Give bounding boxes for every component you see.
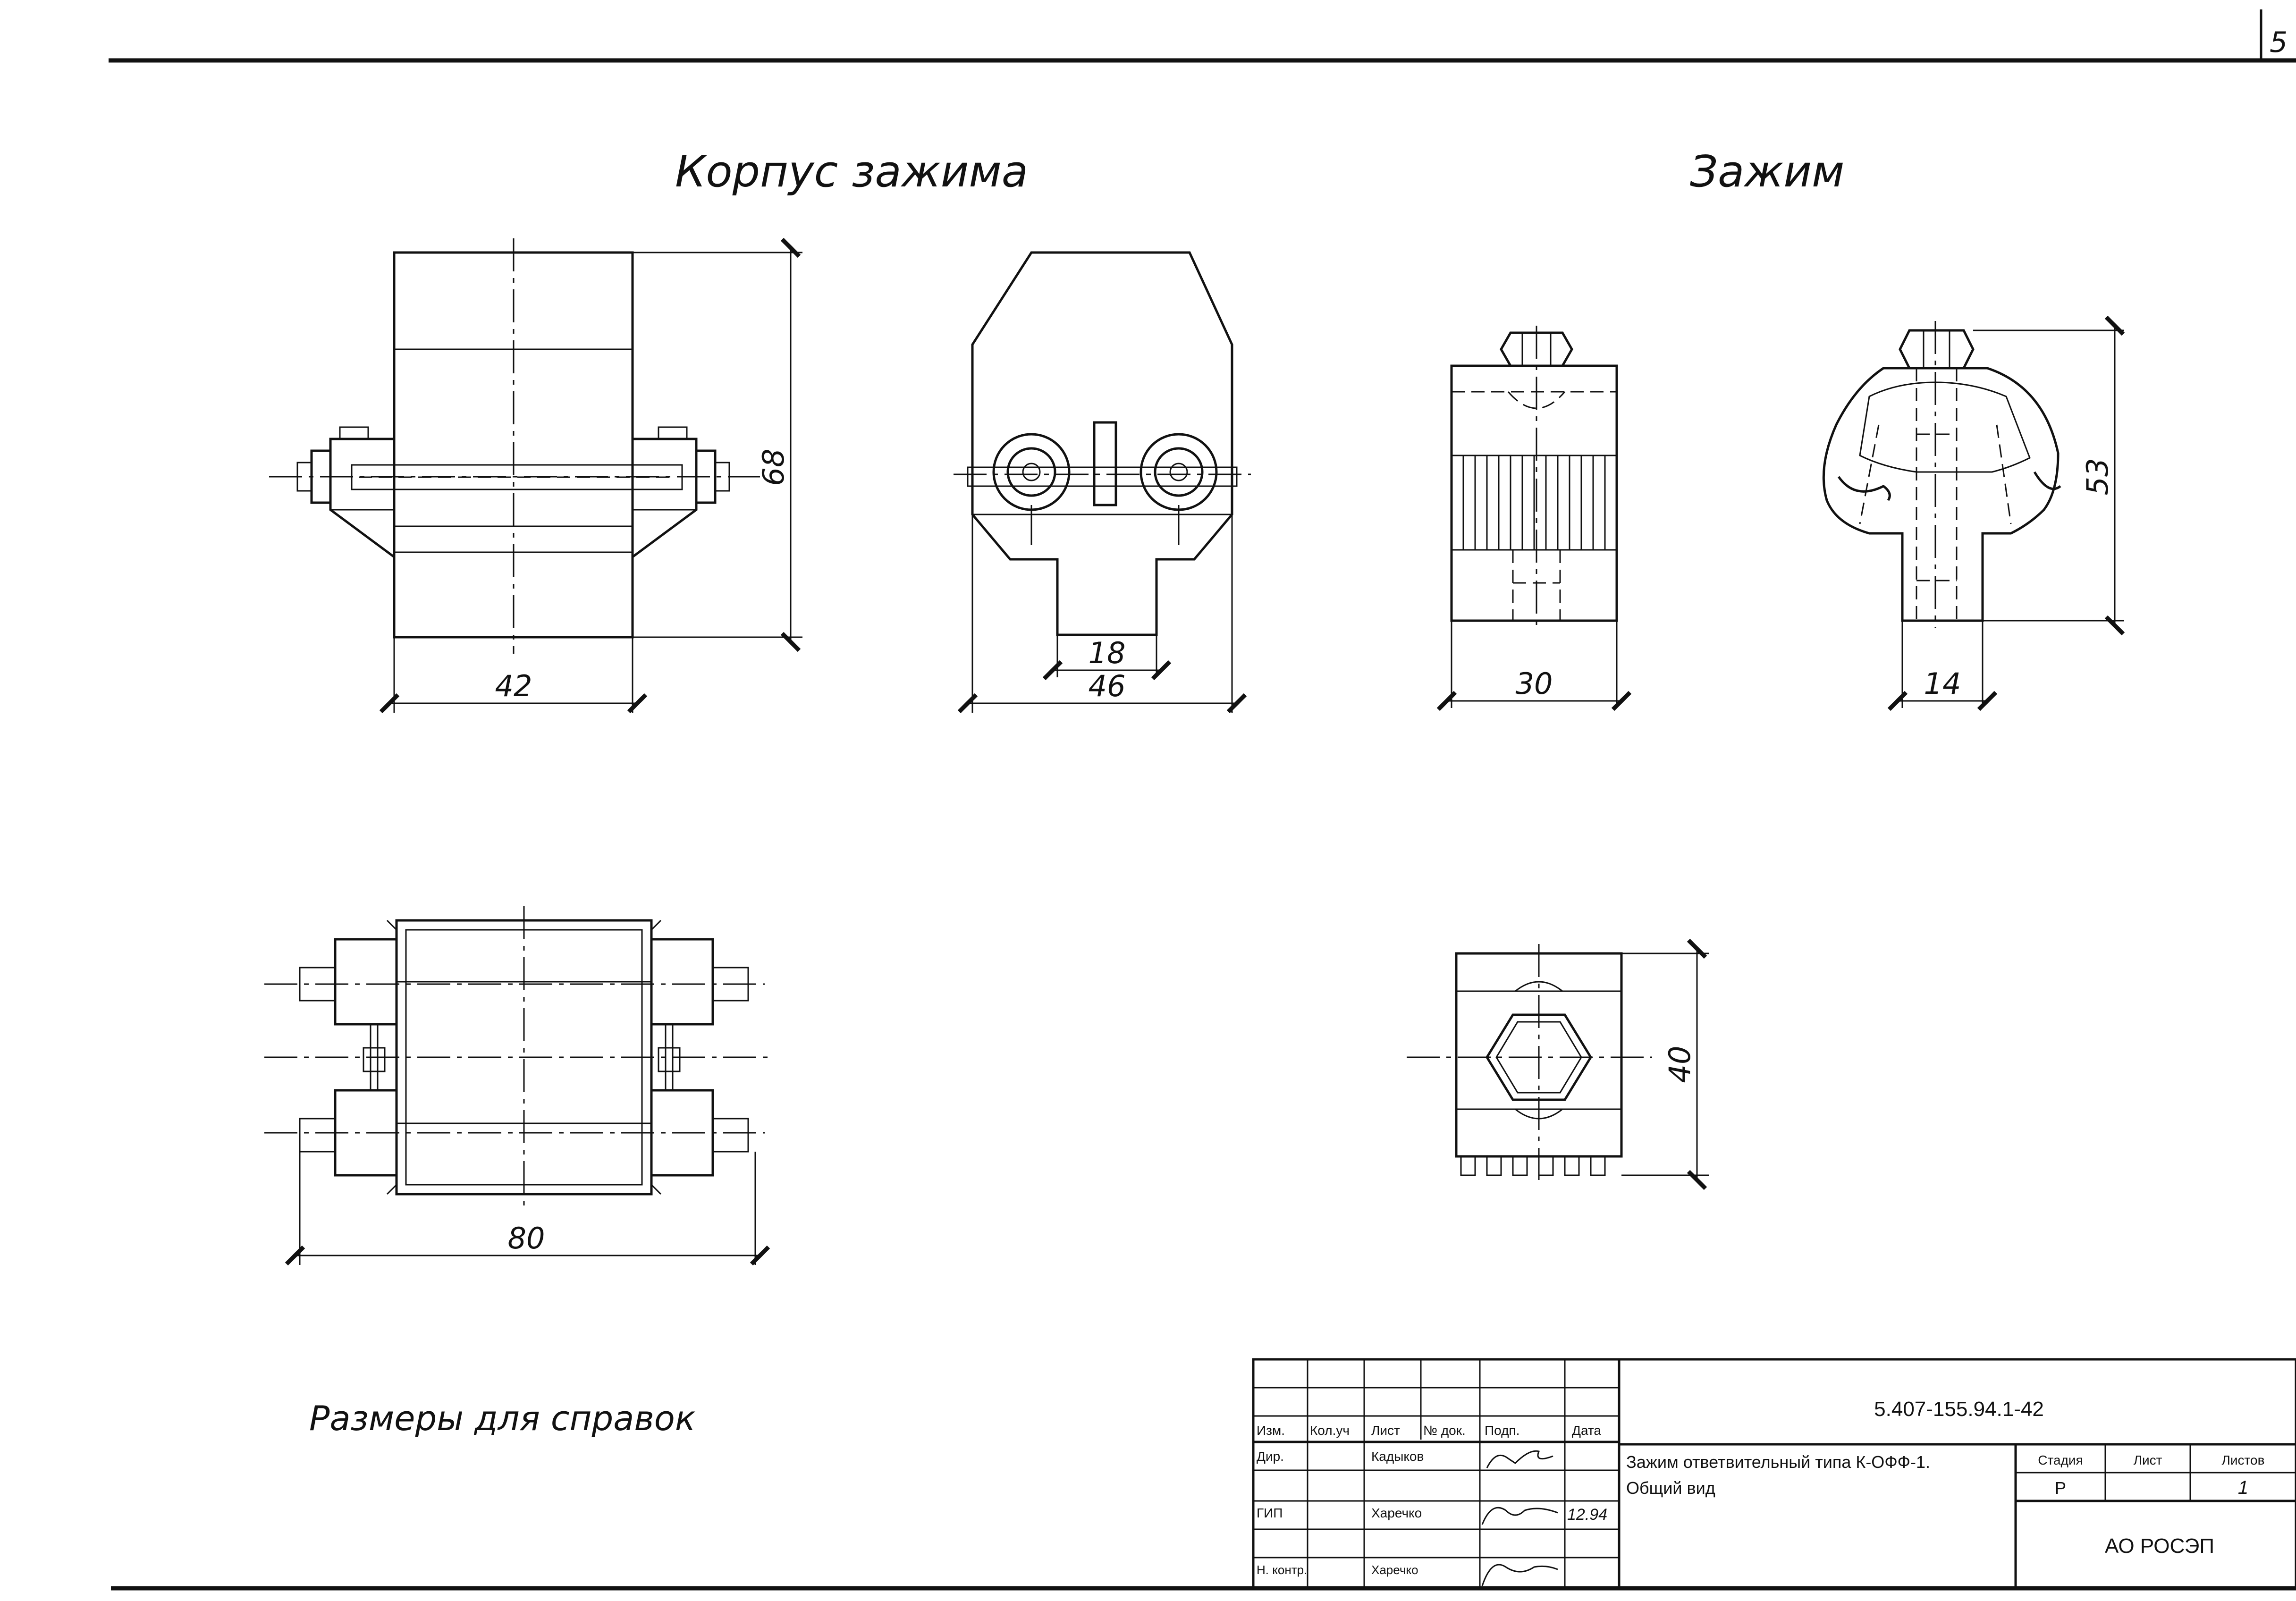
description-line2: Общий вид [1626,1478,1715,1498]
dim-housing-side-width: 46 [1089,669,1126,703]
clamp-side-view: 53 14 [1822,315,2125,711]
sheets-label: Листов [2222,1453,2265,1467]
header-list: Лист [1371,1423,1400,1438]
dim-clamp-side-width: 14 [1924,666,1961,701]
header-kol-uch: Кол.уч [1310,1423,1350,1438]
dim-clamp-plan-height: 40 [1663,1046,1697,1083]
page-number: 5 [2270,26,2288,59]
clamp-plan-teeth [1460,1155,1606,1176]
sheet-label: Лист [2134,1453,2162,1467]
sheets-value: 1 [2238,1477,2248,1498]
date-gip: 12.94 [1567,1506,1607,1524]
note-reference-dimensions: Размеры для справок [309,1399,695,1438]
header-izm: Изм. [1257,1423,1285,1438]
signature-gip [1481,1507,1558,1525]
stage-label: Стадия [2038,1453,2083,1467]
top-border: 5 [109,9,2296,63]
role-gip: ГИП [1257,1506,1283,1520]
clamp-front-view: 30 [1436,326,1632,711]
role-dir: Дир. [1257,1449,1284,1464]
clamp-plan-view: 40 [1407,938,1709,1190]
dim-clamp-width: 30 [1516,666,1553,701]
header-n-dok: № док. [1423,1423,1466,1438]
housing-plan-view: 80 [264,906,770,1266]
stage-value: Р [2055,1478,2066,1498]
title-housing: Корпус зажима [675,146,1028,197]
signature-dir [1486,1450,1553,1468]
name-n-kontr: Харечко [1371,1563,1418,1577]
dim-clamp-height: 53 [2080,458,2115,496]
clamp-teeth [1462,455,1606,550]
dim-housing-length: 80 [508,1221,545,1256]
organization: АО РОСЭП [2105,1534,2214,1558]
name-gip: Харечко [1371,1506,1422,1520]
housing-side-view: 18 46 [954,251,1251,714]
doc-code: 5.407-155.94.1-42 [1874,1398,2044,1421]
header-data: Дата [1572,1423,1601,1438]
housing-front-view: 68 42 [269,237,802,714]
title-clamp: Зажим [1690,146,1844,197]
role-n-kontr: Н. контр. [1257,1563,1307,1577]
signature-n-kontr [1481,1564,1558,1586]
header-podp: Подп. [1485,1423,1519,1438]
description-line1: Зажим ответвительный типа К-ОФФ-1. [1626,1452,1930,1472]
title-block: Изм. Кол.уч Лист № док. Подп. Дата Дир. … [1252,1358,2296,1590]
dim-housing-inner: 18 [1089,636,1126,670]
dim-housing-width: 42 [495,669,532,703]
name-dir: Кадыков [1371,1449,1424,1464]
dim-housing-height: 68 [756,449,791,486]
